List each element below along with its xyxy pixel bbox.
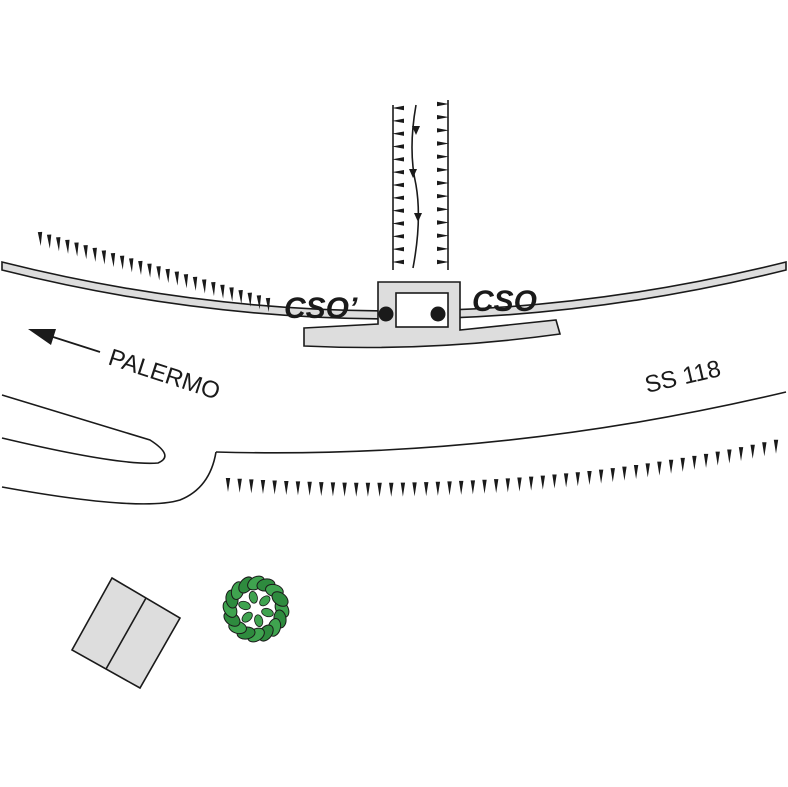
embankment-ticks-side-street-right xyxy=(437,101,449,265)
station-right-label: CSO xyxy=(472,285,537,318)
station-left-label: CSO’ xyxy=(284,292,358,325)
direction-label: PALERMO xyxy=(105,344,223,405)
side-street-flow-line xyxy=(411,104,420,269)
station-right-marker xyxy=(430,306,446,322)
station-left-marker xyxy=(378,306,394,322)
arrow-left-icon xyxy=(28,329,101,353)
embankment-ticks-northwest xyxy=(37,231,271,312)
embankment-ticks-southeast xyxy=(225,439,779,497)
junction-road-lower-edge xyxy=(1,451,217,505)
embankment-ticks-side-street-left xyxy=(392,105,404,265)
tree-icon xyxy=(222,575,290,643)
side-street-flow-arrows xyxy=(409,126,422,222)
road-south-edge xyxy=(215,391,787,454)
building-icon xyxy=(70,576,182,690)
junction-road-upper-edge xyxy=(1,394,166,465)
sidewalk-north xyxy=(1,260,787,320)
road-name-label: SS 118 xyxy=(642,355,723,399)
